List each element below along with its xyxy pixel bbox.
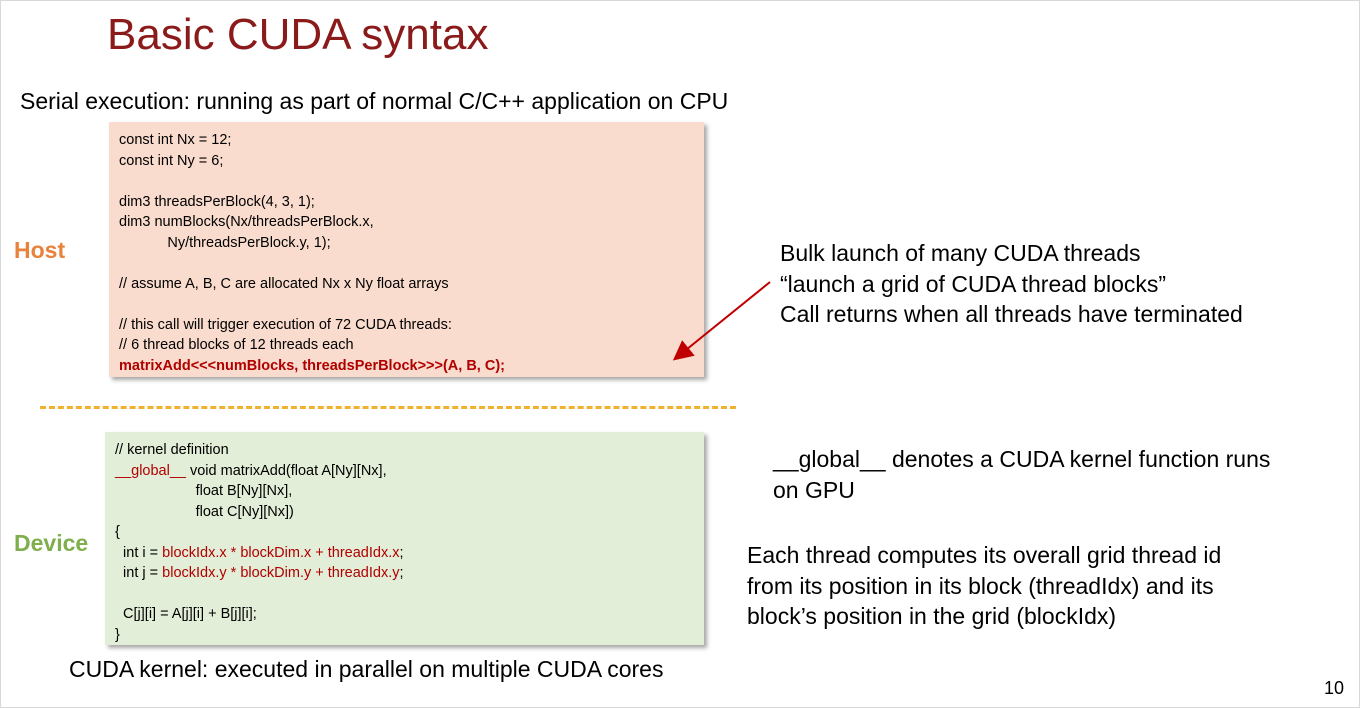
thread-id-callout: Each thread computes its overall grid th… xyxy=(747,540,1221,632)
code-line: C[j][i] = A[j][i] + B[j][i]; xyxy=(115,606,257,622)
kernel-launch-line: matrixAdd<<<numBlocks, threadsPerBlock>>… xyxy=(119,357,505,374)
code-line: } xyxy=(115,626,120,643)
code-line: // kernel definition xyxy=(115,442,229,458)
callout-line: Call returns when all threads have termi… xyxy=(780,301,1243,327)
code-line: __global__ void matrixAdd(float A[Ny][Nx… xyxy=(115,461,694,482)
code-line: float B[Ny][Nx], xyxy=(115,483,293,499)
callout-line: block’s position in the grid (blockIdx) xyxy=(747,603,1117,629)
callout-line: on GPU xyxy=(773,476,855,503)
code-line: // 6 thread blocks of 12 threads each xyxy=(119,337,354,353)
global-keyword: __global__ xyxy=(115,462,186,479)
code-line xyxy=(119,253,694,274)
code-line: Ny/threadsPerBlock.y, 1); xyxy=(119,234,331,251)
host-device-divider xyxy=(40,406,736,409)
code-line: // this call will trigger execution of 7… xyxy=(119,316,452,333)
host-code-box: const int Nx = 12; const int Ny = 6; dim… xyxy=(109,122,704,377)
code-line: const int Nx = 12; xyxy=(119,132,232,148)
host-label: Host xyxy=(14,237,66,263)
callout-line: Each thread computes its overall grid th… xyxy=(747,542,1222,568)
kernel-signature: void matrixAdd(float A[Ny][Nx], xyxy=(185,462,387,479)
code-line: const int Ny = 6; xyxy=(119,152,224,169)
code-text: ; xyxy=(399,565,404,581)
code-line xyxy=(115,584,694,605)
launch-arrow xyxy=(672,281,771,361)
callout-line: “launch a grid of CUDA thread blocks” xyxy=(780,270,1167,297)
device-code-box: // kernel definition __global__ void mat… xyxy=(105,432,704,645)
code-line: dim3 threadsPerBlock(4, 3, 1); xyxy=(119,193,315,210)
code-text: ; xyxy=(399,544,404,561)
serial-execution-caption: Serial execution: running as part of nor… xyxy=(20,88,729,114)
code-line: int i = blockIdx.x * blockDim.x + thread… xyxy=(115,543,694,564)
callout-line: from its position in its block (threadId… xyxy=(747,572,1214,599)
slide-title: Basic CUDA syntax xyxy=(107,10,489,59)
code-line: dim3 numBlocks(Nx/threadsPerBlock.x, xyxy=(119,214,374,230)
code-text: int i = xyxy=(115,544,163,561)
callout-line: __global__ denotes a CUDA kernel functio… xyxy=(773,446,1271,472)
code-line: { xyxy=(115,524,120,540)
code-line: float C[Ny][Nx]) xyxy=(115,503,294,520)
code-line: int j = blockIdx.y * blockDim.y + thread… xyxy=(115,563,694,584)
callout-line: Bulk launch of many CUDA threads xyxy=(780,240,1141,266)
code-line xyxy=(119,294,694,315)
thread-index-expr-y: blockIdx.y * blockDim.y + threadIdx.y xyxy=(162,565,400,581)
page-number: 10 xyxy=(1323,678,1344,698)
code-text: int j = xyxy=(115,565,163,581)
thread-index-expr-x: blockIdx.x * blockDim.x + threadIdx.x xyxy=(162,544,400,561)
code-line xyxy=(119,171,694,192)
cuda-kernel-caption: CUDA kernel: executed in parallel on mul… xyxy=(69,656,664,682)
device-label: Device xyxy=(14,530,89,556)
global-callout: __global__ denotes a CUDA kernel functio… xyxy=(773,444,1270,505)
code-line: // assume A, B, C are allocated Nx x Ny … xyxy=(119,275,449,292)
launch-callout: Bulk launch of many CUDA threads “launch… xyxy=(780,238,1243,330)
